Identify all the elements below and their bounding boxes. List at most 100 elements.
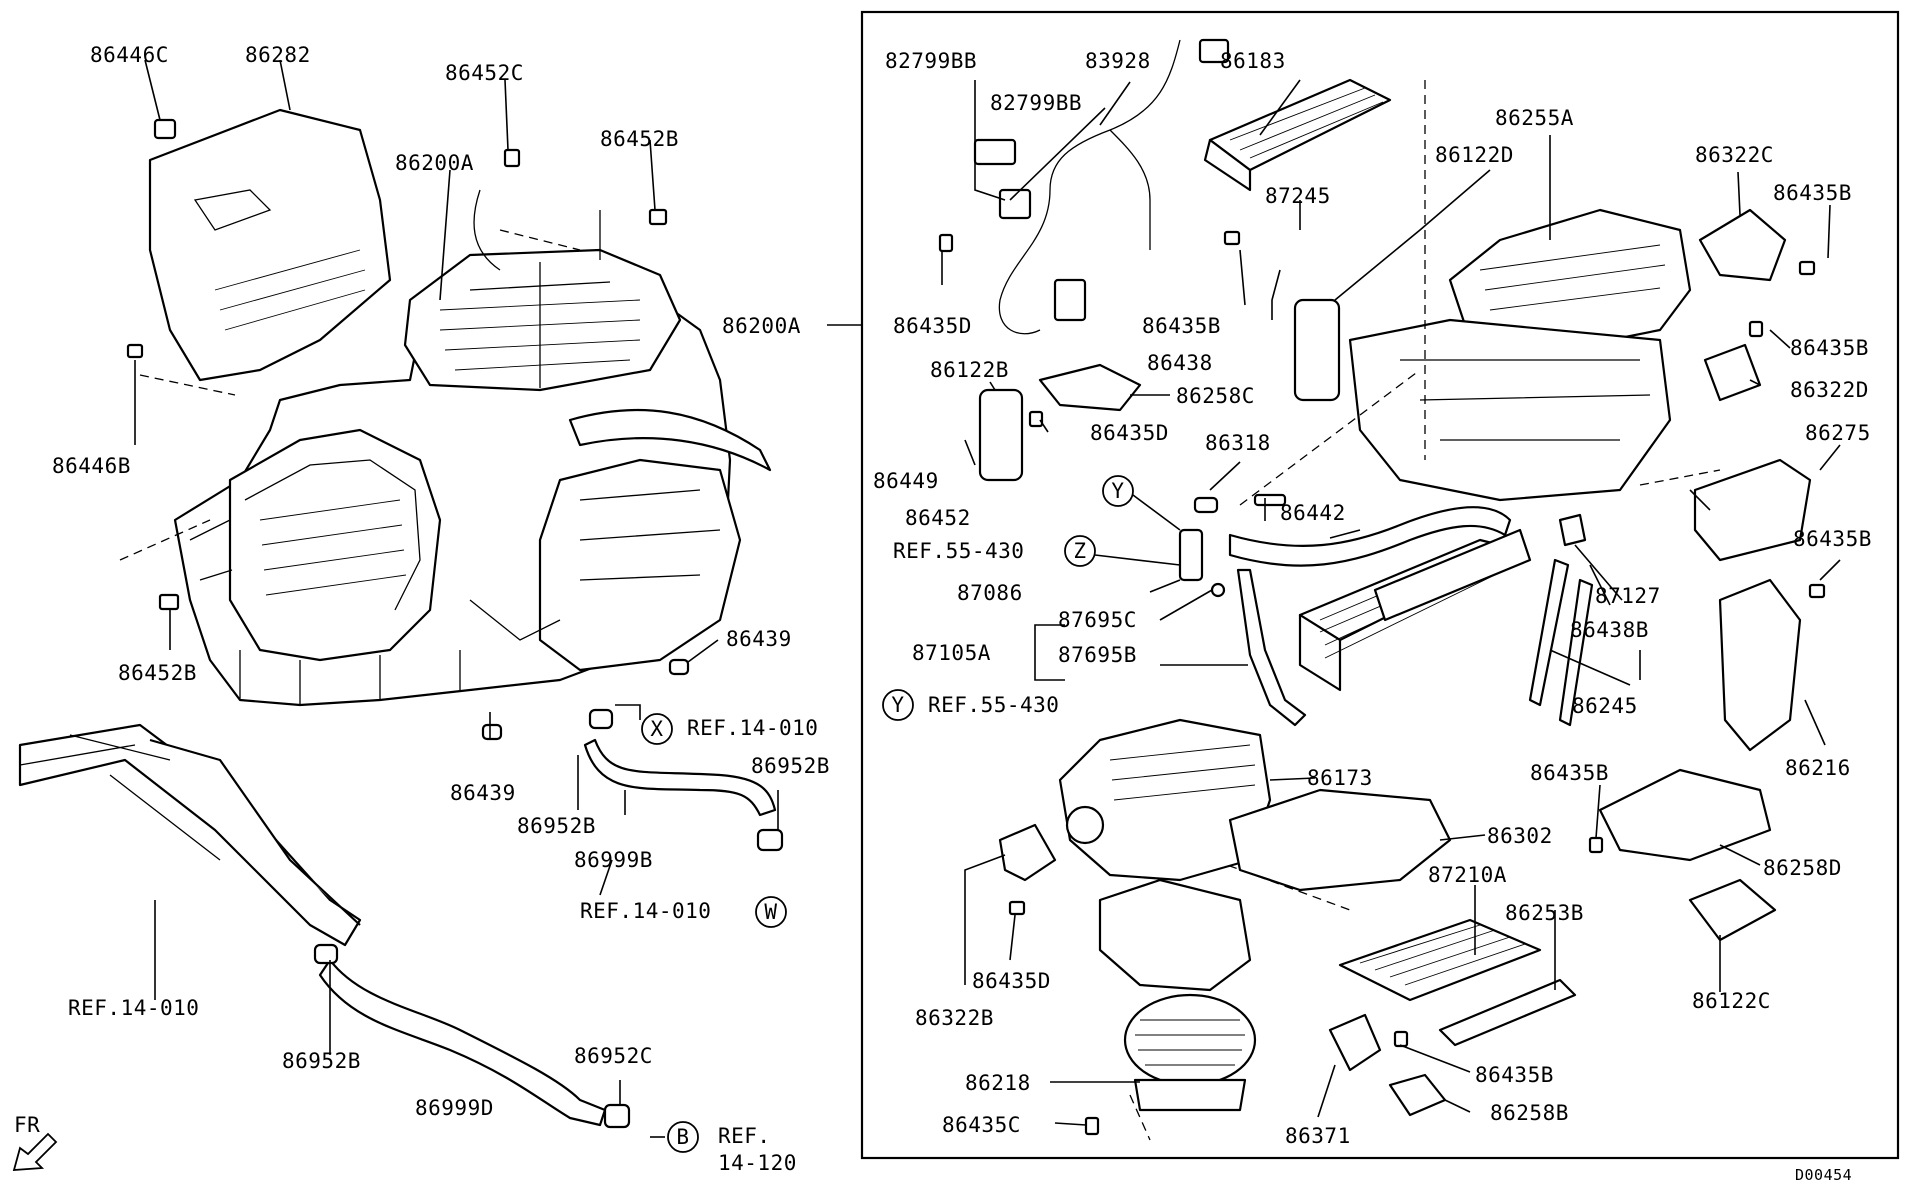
actuator-86322d — [1703, 343, 1762, 402]
exploded-view-frame — [860, 10, 1900, 1160]
label-86439-right: 86439 — [726, 627, 792, 651]
label-87245: 87245 — [1265, 184, 1331, 208]
label-87210a: 87210A — [1428, 863, 1507, 887]
label-86452b-left: 86452B — [118, 661, 197, 685]
label-86258c: 86258C — [1176, 384, 1255, 408]
label-86322b: 86322B — [915, 1006, 994, 1030]
label-86371: 86371 — [1285, 1124, 1351, 1148]
core-86183 — [1203, 78, 1392, 192]
label-86122b: 86122B — [930, 358, 1009, 382]
valve-87086 — [1178, 528, 1204, 582]
clip-87127 — [1558, 513, 1587, 547]
label-86435d-a: 86435D — [893, 314, 972, 338]
leader-lines — [134, 59, 1841, 1138]
label-ref-55-430-z: REF.55-430 — [893, 539, 1024, 563]
label-86322c: 86322C — [1695, 143, 1774, 167]
label-86255a: 86255A — [1495, 106, 1574, 130]
label-86322d: 86322D — [1790, 378, 1869, 402]
guide-line-right-5 — [1129, 1094, 1151, 1141]
label-87695b: 87695B — [1058, 643, 1137, 667]
fastener-group-left — [126, 118, 690, 741]
svg-text:Y: Y — [891, 693, 904, 717]
svg-text:B: B — [676, 1125, 689, 1149]
label-86122d: 86122D — [1435, 143, 1514, 167]
svg-text:W: W — [764, 900, 777, 924]
duct-86275 — [1693, 458, 1812, 562]
hose-86442 — [1228, 506, 1512, 567]
guide-line-left-2 — [119, 519, 211, 561]
label-86200a-callout: 86200A — [722, 314, 801, 338]
label-ref-14-010-x: REF.14-010 — [687, 716, 818, 740]
label-ref-14-010-w: REF.14-010 — [580, 899, 711, 923]
label-86446b: 86446B — [52, 454, 131, 478]
label-86435b-b: 86435B — [1142, 314, 1221, 338]
label-86435c: 86435C — [942, 1113, 1021, 1137]
label-86435b-e: 86435B — [1530, 761, 1609, 785]
label-86253b: 86253B — [1505, 901, 1584, 925]
label-86218: 86218 — [965, 1071, 1031, 1095]
svg-text:X: X — [650, 717, 663, 741]
label-86183: 86183 — [1220, 49, 1286, 73]
label-87127: 87127 — [1595, 584, 1661, 608]
label-86435b-f: 86435B — [1475, 1063, 1554, 1087]
label-86302: 86302 — [1487, 824, 1553, 848]
label-ref-b: REF. — [718, 1124, 771, 1148]
label-86442: 86442 — [1280, 501, 1346, 525]
marker-y-top-leader — [1132, 494, 1181, 531]
bracket-86258b — [1388, 1073, 1447, 1117]
label-86282: 86282 — [245, 43, 311, 67]
label-86258b: 86258B — [1490, 1101, 1569, 1125]
label-ref-14-010-pipes: REF.14-010 — [68, 996, 199, 1020]
label-86438: 86438 — [1147, 351, 1213, 375]
fr-label: FR — [14, 1113, 40, 1137]
label-86952b-mid: 86952B — [517, 814, 596, 838]
clamp-86952c — [603, 1103, 631, 1129]
fr-arrow-icon — [12, 1132, 58, 1171]
bracket-86258d — [1598, 768, 1772, 862]
label-86952b-bottom: 86952B — [282, 1049, 361, 1073]
label-86435b-a: 86435B — [1773, 181, 1852, 205]
label-86216: 86216 — [1785, 756, 1851, 780]
clamp-86952b-c — [313, 943, 339, 965]
label-86438b: 86438B — [1570, 618, 1649, 642]
clamp-86952b-b — [756, 828, 784, 852]
marker-b: B — [667, 1121, 699, 1153]
duct-86282 — [148, 108, 392, 382]
connector-top — [1198, 38, 1230, 64]
air-filter-87210a — [1338, 918, 1542, 1002]
svg-text:Y: Y — [1111, 479, 1124, 503]
label-86318: 86318 — [1205, 431, 1271, 455]
resistor-86371 — [1328, 1013, 1382, 1072]
heater-pipes — [18, 723, 362, 947]
label-ref-55-430-y: REF.55-430 — [928, 693, 1059, 717]
filter-cover-86253b — [1438, 978, 1577, 1047]
guide-line-right-2 — [1239, 369, 1421, 506]
label-86275: 86275 — [1805, 421, 1871, 445]
seal-86122b — [978, 388, 1024, 482]
label-86173: 86173 — [1307, 766, 1373, 790]
label-82799bb-a: 82799BB — [885, 49, 977, 73]
label-86449: 86449 — [873, 469, 939, 493]
hose-86999b — [583, 738, 777, 817]
marker-w: W — [755, 896, 787, 928]
guide-line-right-3 — [1639, 469, 1721, 486]
actuator-86322c — [1698, 208, 1787, 282]
guide-line-left-1 — [139, 374, 236, 396]
seal-86122d — [1293, 298, 1341, 402]
label-86258d: 86258D — [1763, 856, 1842, 880]
label-86435d-b: 86435D — [1090, 421, 1169, 445]
seal-86122c — [1688, 878, 1777, 942]
label-86200a-left: 86200A — [395, 151, 474, 175]
label-86435d-c: 86435D — [972, 969, 1051, 993]
connector-harness — [1053, 278, 1087, 322]
heater-core-86245 — [1298, 528, 1532, 692]
label-86435b-d: 86435B — [1793, 527, 1872, 551]
actuator-86322b — [998, 823, 1057, 882]
connector-82799bb-b — [998, 188, 1032, 220]
o-ring-87695c — [1210, 582, 1226, 598]
hose-86999d — [318, 958, 607, 1127]
label-87695c: 87695C — [1058, 608, 1137, 632]
marker-x: X — [641, 713, 673, 745]
marker-y-bottom: Y — [882, 689, 914, 721]
